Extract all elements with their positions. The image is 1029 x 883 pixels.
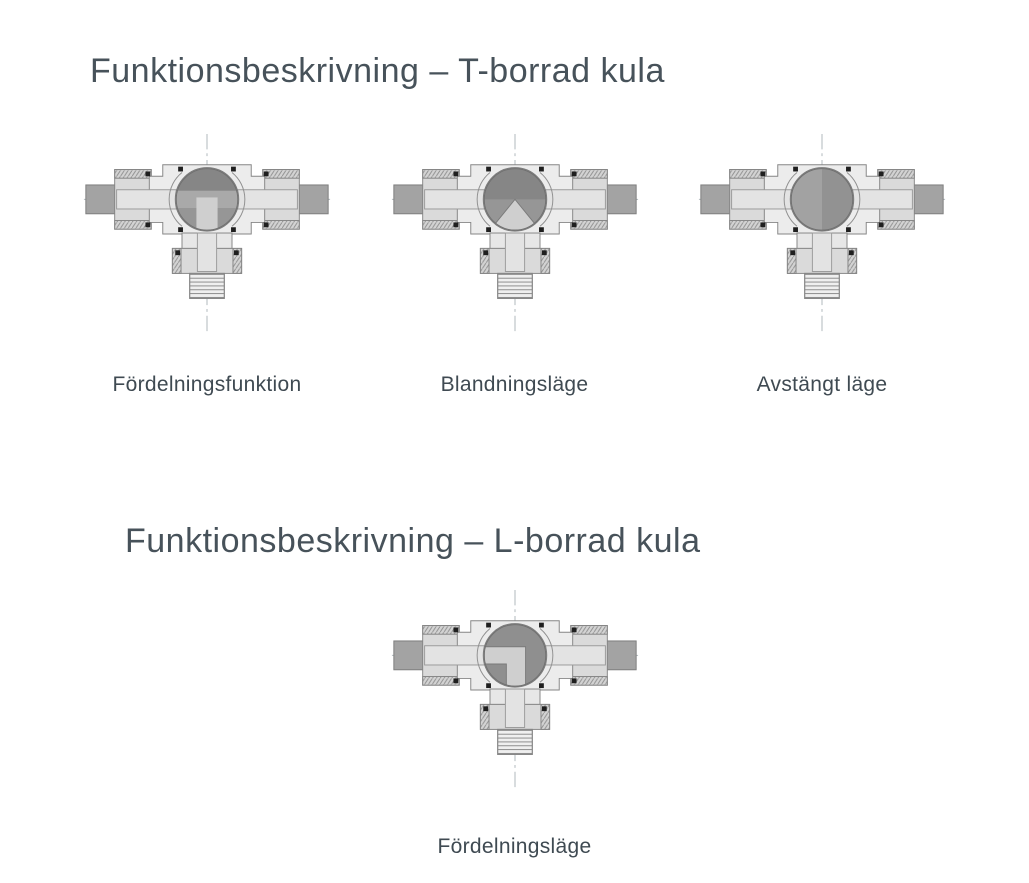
ball-t-bore-closed — [790, 168, 854, 231]
valve-diagram-l-distribution — [390, 589, 639, 792]
valve-body — [698, 133, 946, 336]
figure-caption-t-closed: Avstängt läge — [756, 373, 888, 396]
figure-t-closed: Avstängt läge — [677, 130, 967, 397]
figure-caption-t-distribution: Fördelningsfunktion — [112, 373, 302, 396]
t-bore-figures-row: Fördelningsfunktion Blandningsläge — [62, 130, 967, 397]
figure-t-mixing: Blandningsläge — [370, 130, 660, 397]
l-bore-figure-wrap: Fördelningsläge — [0, 586, 1029, 859]
valve-diagram-t-mixing — [390, 133, 639, 336]
ball-l-bore-distribution — [483, 624, 546, 687]
ball-t-bore-mixing — [483, 168, 546, 231]
section-title-l-bored: Funktionsbeskrivning – L-borrad kula — [125, 522, 701, 560]
valve-body — [83, 133, 331, 336]
ball-t-bore-distribution — [175, 168, 239, 231]
section-title-t-bored: Funktionsbeskrivning – T-borrad kula — [90, 52, 665, 90]
valve-diagram-t-distribution — [83, 133, 331, 336]
valve-diagram-t-closed — [698, 133, 946, 336]
figure-caption-t-mixing: Blandningsläge — [440, 373, 589, 396]
figure-caption-l-distribution: Fördelningsläge — [437, 835, 592, 858]
valve-body — [390, 133, 639, 336]
valve-body — [390, 589, 639, 792]
figure-t-distribution: Fördelningsfunktion — [62, 130, 352, 397]
